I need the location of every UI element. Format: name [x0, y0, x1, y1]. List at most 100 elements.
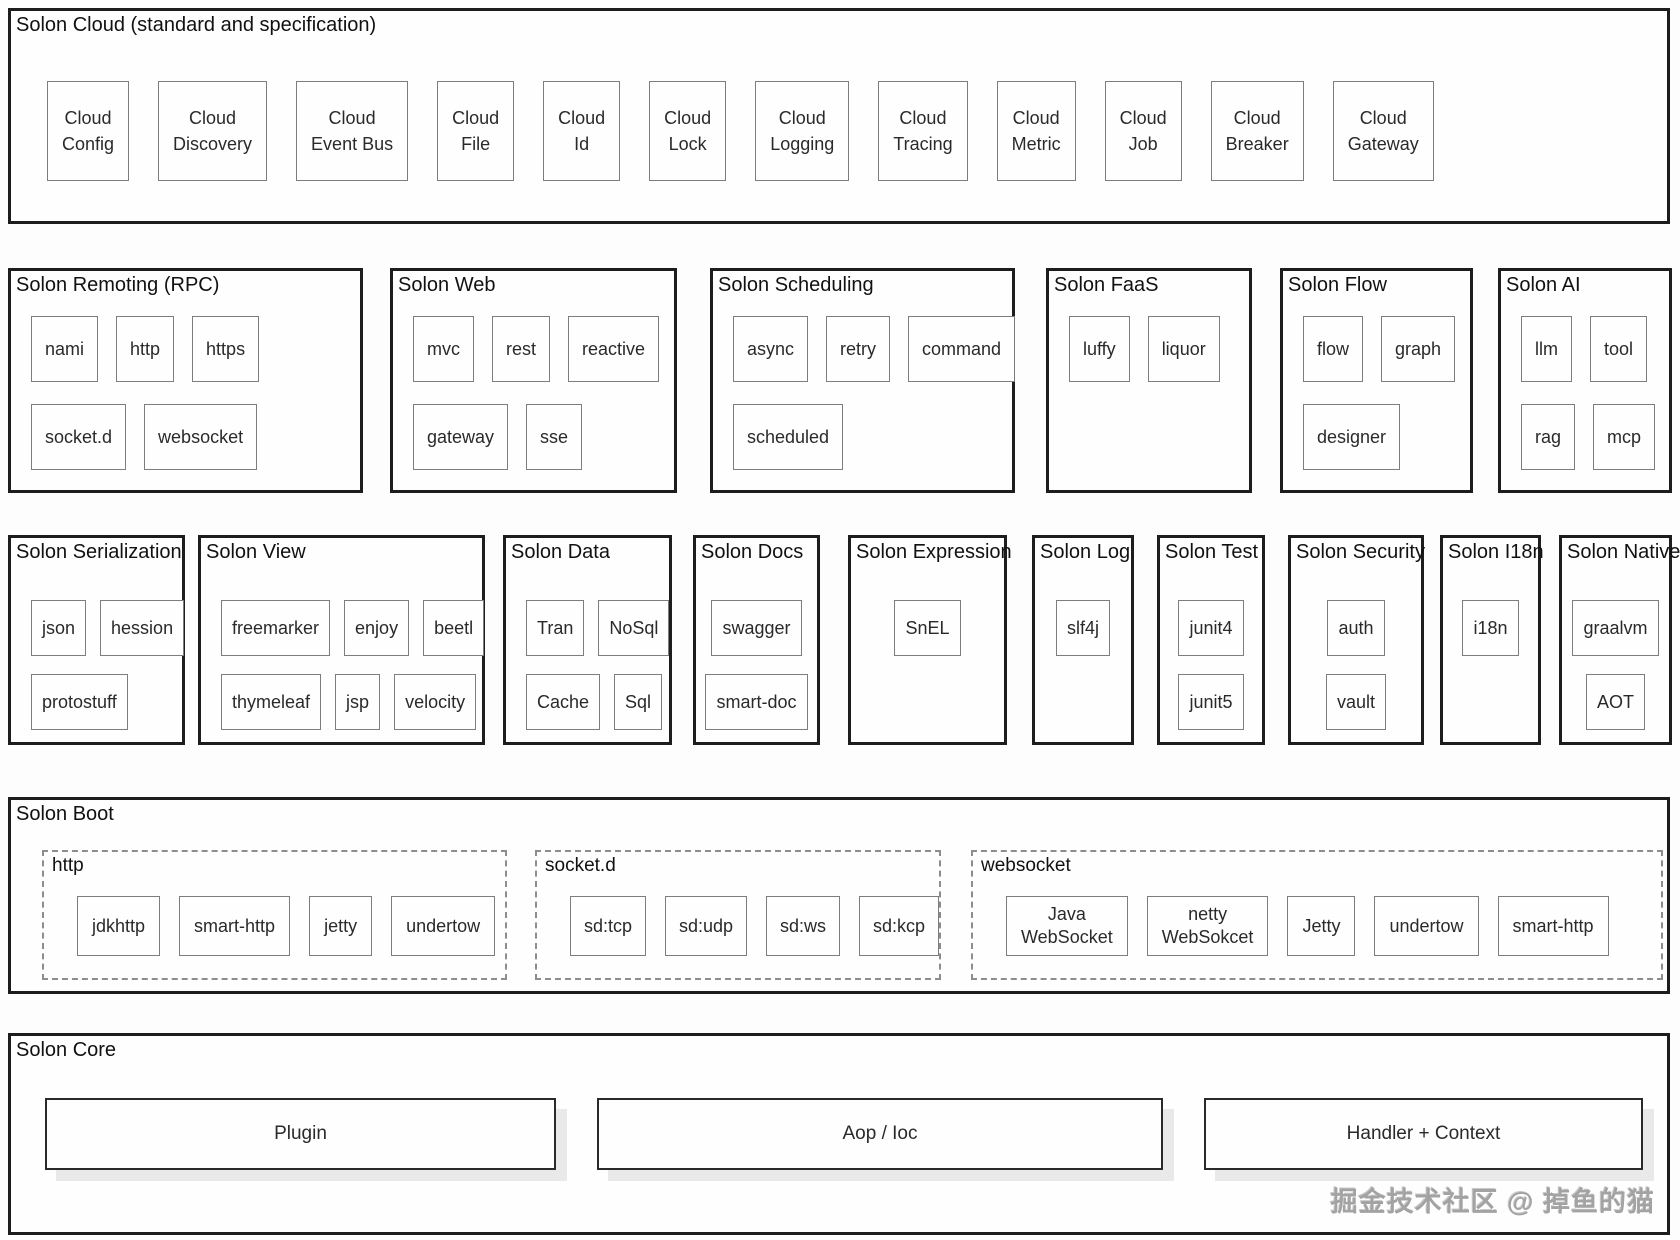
module-label-line: Java: [1047, 904, 1086, 924]
module-box: socket.d: [31, 404, 127, 470]
module-box: junit5: [1178, 674, 1244, 730]
module-label-line: Cloud: [1012, 108, 1060, 128]
section-solon-cloud: Solon Cloud (standard and specification)…: [8, 8, 1670, 224]
section-title: Solon FaaS: [1054, 274, 1159, 296]
module-box: sd:udp: [665, 896, 747, 956]
module-box: flow: [1303, 316, 1364, 382]
core-box-handler-context: Handler + Context: [1204, 1098, 1643, 1170]
section-title: Solon Native: [1567, 541, 1680, 563]
section-title: Solon Cloud (standard and specification): [16, 14, 377, 36]
module-box: scheduled: [733, 404, 844, 470]
module-label-line: Cloud: [452, 108, 500, 128]
section-title: Solon Scheduling: [718, 274, 874, 296]
section-title: Solon Boot: [16, 803, 114, 825]
module-label-line: netty: [1188, 904, 1228, 924]
module-box: liquor: [1147, 316, 1220, 382]
module-box: nami: [31, 316, 99, 382]
module-box: gateway: [413, 404, 509, 470]
section-solon-security: Solon Security auth vault: [1288, 535, 1425, 745]
module-box: AOT: [1585, 674, 1645, 730]
boot-group-http: http jdkhttp smart-http jetty undertow: [42, 850, 507, 980]
module-box: jdkhttp: [77, 896, 161, 956]
module-label-line: Id: [574, 134, 590, 154]
section-title: Solon Data: [511, 541, 610, 563]
module-label-line: Breaker: [1225, 134, 1289, 154]
core-box-aop-ioc: Aop / Ioc: [597, 1098, 1163, 1170]
module-box: smart-http: [179, 896, 291, 956]
module-label-line: Cloud: [328, 108, 376, 128]
section-solon-i18n: Solon I18n i18n: [1440, 535, 1544, 745]
module-label-line: Gateway: [1347, 134, 1419, 154]
module-box: https: [192, 316, 260, 382]
module-label-line: Cloud: [1359, 108, 1407, 128]
module-box: json: [31, 600, 87, 656]
section-solon-data: Solon Data Tran NoSql Cache Sql: [503, 535, 672, 745]
section-solon-view: Solon View freemarker enjoy beetl thymel…: [198, 535, 485, 745]
module-box: freemarker: [221, 600, 331, 656]
module-box: command: [908, 316, 1016, 382]
module-box: jsp: [335, 674, 381, 730]
boot-group-label: socket.d: [545, 855, 616, 876]
module-box: enjoy: [344, 600, 410, 656]
module-label-line: WebSocket: [1021, 927, 1113, 947]
core-box-plugin: Plugin: [45, 1098, 556, 1170]
module-box: vault: [1325, 674, 1387, 730]
module-box: slf4j: [1055, 600, 1110, 656]
module-label-line: Metric: [1011, 134, 1061, 154]
module-label-line: Tracing: [893, 134, 953, 154]
section-title: Solon Log: [1040, 541, 1131, 563]
section-title: Solon Expression: [856, 541, 1012, 563]
module-label-line: Event Bus: [311, 134, 394, 154]
section-title: Solon Web: [398, 274, 496, 296]
module-box: rest: [492, 316, 551, 382]
module-box: undertow: [391, 896, 496, 956]
section-solon-docs: Solon Docs swagger smart-doc: [693, 535, 820, 745]
module-box: i18n: [1462, 600, 1519, 656]
module-box: luffy: [1069, 316, 1130, 382]
section-title: Solon AI: [1506, 274, 1581, 296]
boot-group-label: http: [52, 855, 84, 876]
section-solon-scheduling: Solon Scheduling async retry command sch…: [710, 268, 1016, 493]
module-label-line: File: [461, 134, 491, 154]
module-label-line: Config: [62, 134, 115, 154]
section-title: Solon Docs: [701, 541, 804, 563]
section-solon-remoting: Solon Remoting (RPC) nami http https soc…: [8, 268, 363, 493]
section-solon-boot: Solon Boot http jdkhttp smart-http jetty…: [8, 797, 1670, 994]
module-label-line: Job: [1128, 134, 1158, 154]
module-box: auth: [1327, 600, 1385, 656]
section-solon-flow: Solon Flow flow graph designer: [1280, 268, 1473, 493]
module-box: tool: [1590, 316, 1648, 382]
module-label-line: Cloud: [1233, 108, 1281, 128]
module-box: sd:tcp: [570, 896, 647, 956]
module-label-line: Cloud: [189, 108, 237, 128]
module-box: Tran: [526, 600, 585, 656]
module-box: mcp: [1593, 404, 1656, 470]
section-solon-web: Solon Web mvc rest reactive gateway sse: [390, 268, 677, 493]
module-box: retry: [826, 316, 891, 382]
section-solon-serialization: Solon Serialization json hession protost…: [8, 535, 185, 745]
module-box: graph: [1381, 316, 1456, 382]
section-title: Solon Serialization: [16, 541, 182, 563]
module-box: jetty: [309, 896, 373, 956]
module-label-line: WebSokcet: [1161, 927, 1254, 947]
section-solon-native: Solon Native graalvm AOT: [1559, 535, 1680, 745]
section-title: Solon Security: [1296, 541, 1425, 563]
module-box: smart-doc: [705, 674, 808, 730]
module-box: designer: [1303, 404, 1401, 470]
module-box: graalvm: [1572, 600, 1659, 656]
module-box: llm: [1521, 316, 1572, 382]
section-title: Solon I18n: [1448, 541, 1544, 563]
section-solon-ai: Solon AI llm tool rag mcp: [1498, 268, 1672, 493]
module-label-line: Cloud: [778, 108, 826, 128]
